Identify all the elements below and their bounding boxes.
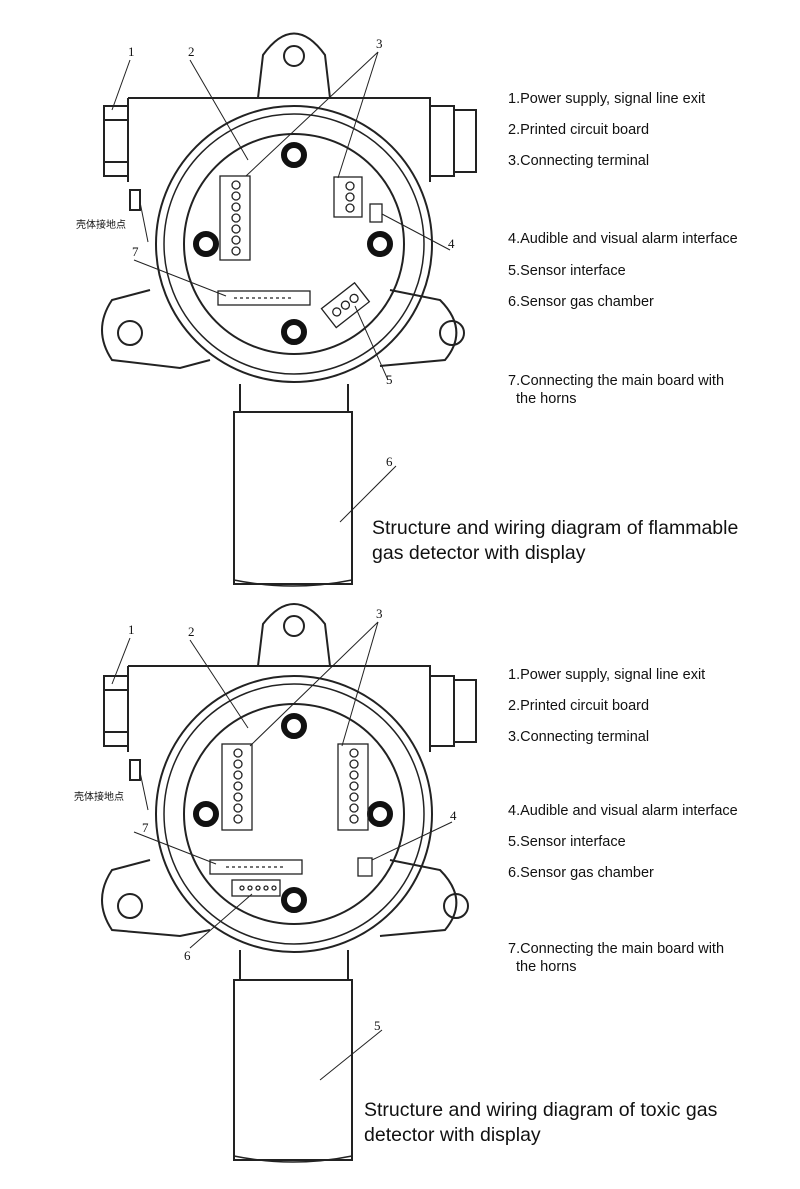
callout-2: 2 bbox=[188, 44, 195, 59]
legend-item-2: 2.Printed circuit board bbox=[508, 122, 650, 138]
caption-line-1: Structure and wiring diagram of toxic ga… bbox=[364, 1099, 718, 1121]
caption-line-1: Structure and wiring diagram of flammabl… bbox=[372, 517, 739, 539]
callout-2: 2 bbox=[188, 624, 195, 639]
flammable-detector-drawing bbox=[101, 32, 477, 587]
legend-item-7: 7.Connecting the main board with bbox=[508, 941, 725, 957]
caption: Structure and wiring diagram of flammabl… bbox=[372, 516, 738, 566]
caption-line-2: gas detector with display bbox=[372, 542, 586, 564]
callout-7: 7 bbox=[142, 820, 149, 835]
callout-4: 4 bbox=[450, 808, 457, 823]
caption-line-2: detector with display bbox=[364, 1124, 541, 1146]
callout-4: 4 bbox=[448, 236, 455, 251]
flammable-detector-panel: 1 2 3 4 5 6 7 壳体接地点 1.Power supply, sign… bbox=[0, 0, 800, 594]
legend-item-7-cont: the horns bbox=[516, 391, 577, 407]
legend-item-3: 3.Connecting terminal bbox=[508, 729, 650, 745]
callout-5: 5 bbox=[374, 1018, 381, 1033]
legend-item-5: 5.Sensor interface bbox=[508, 834, 626, 850]
callout-5: 5 bbox=[386, 372, 393, 387]
ground-point-label: 壳体接地点 bbox=[74, 792, 124, 803]
legend-item-4: 4.Audible and visual alarm interface bbox=[508, 231, 738, 247]
caption: Structure and wiring diagram of toxic ga… bbox=[364, 1098, 717, 1148]
legend-item-4: 4.Audible and visual alarm interface bbox=[508, 803, 738, 819]
legend-item-7: 7.Connecting the main board with bbox=[508, 373, 725, 389]
legend-item-5: 5.Sensor interface bbox=[508, 263, 626, 279]
toxic-detector-drawing bbox=[101, 603, 477, 1163]
legend-item-2: 2.Printed circuit board bbox=[508, 698, 650, 714]
callout-6: 6 bbox=[386, 454, 393, 469]
legend-item-1: 1.Power supply, signal line exit bbox=[508, 91, 706, 107]
callout-3: 3 bbox=[376, 606, 383, 621]
callout-7: 7 bbox=[132, 244, 139, 259]
callout-1: 1 bbox=[128, 622, 135, 637]
toxic-detector-panel: 1 2 3 4 5 6 7 壳体接地点 1.Power supply, sign… bbox=[0, 594, 800, 1188]
legend-item-6: 6.Sensor gas chamber bbox=[508, 294, 654, 310]
legend-item-6: 6.Sensor gas chamber bbox=[508, 865, 654, 881]
callout-1: 1 bbox=[128, 44, 135, 59]
legend-item-7-cont: the horns bbox=[516, 959, 577, 975]
callout-6: 6 bbox=[184, 948, 191, 963]
callout-3: 3 bbox=[376, 36, 383, 51]
legend-item-3: 3.Connecting terminal bbox=[508, 153, 650, 169]
legend-item-1: 1.Power supply, signal line exit bbox=[508, 667, 706, 683]
ground-point-label: 壳体接地点 bbox=[76, 220, 126, 231]
